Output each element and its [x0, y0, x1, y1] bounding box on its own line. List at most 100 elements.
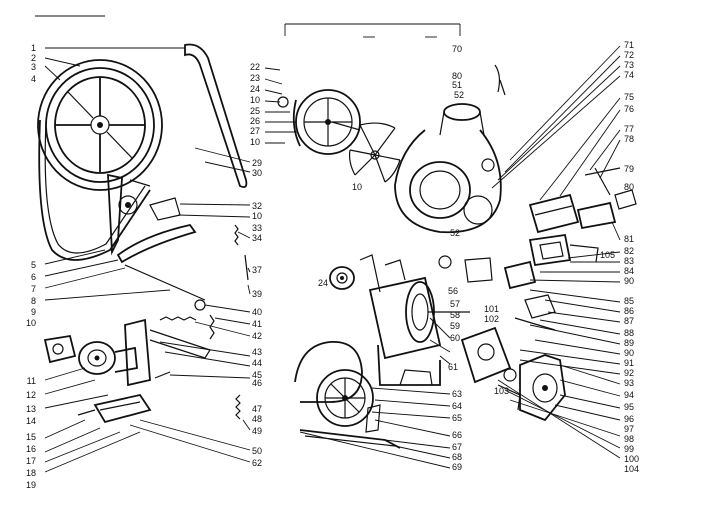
callout-8: 8 [31, 296, 36, 306]
spring-and-rods-left [124, 224, 249, 311]
lower-pulley-and-belt [294, 341, 401, 449]
callout-72: 72 [624, 50, 634, 60]
callout-22: 22 [250, 62, 260, 72]
callout-1: 1 [31, 43, 36, 53]
callout-91: 91 [624, 358, 634, 368]
callout-41: 41 [252, 319, 262, 329]
callout-97: 97 [624, 424, 634, 434]
callout-42: 42 [252, 331, 262, 341]
v-belt-top [184, 43, 248, 189]
callout-17: 17 [26, 456, 36, 466]
impeller-fan [348, 122, 401, 183]
callout-79: 79 [624, 164, 634, 174]
callouts-mid: 2223241025262710293032103334373924404142… [250, 44, 464, 472]
callout-88: 88 [624, 328, 634, 338]
drive-belt-left [38, 119, 151, 261]
callout-34: 34 [252, 233, 262, 243]
switch-plate [503, 233, 599, 290]
blower-housing [394, 64, 506, 234]
callout-33: 33 [252, 223, 262, 233]
callout-5: 5 [31, 260, 36, 270]
idler-arm-assembly [107, 173, 197, 264]
callout-103: 103 [494, 386, 509, 396]
callout-96: 96 [624, 414, 634, 424]
callout-10: 10 [250, 137, 260, 147]
callout-30: 30 [252, 168, 262, 178]
callout-26: 26 [250, 116, 260, 126]
callout-99: 99 [624, 444, 634, 454]
callout-71: 71 [624, 40, 634, 50]
callout-6: 6 [31, 272, 36, 282]
callout-66: 66 [452, 430, 462, 440]
callout-43: 43 [252, 347, 262, 357]
callout-105: 105 [600, 250, 615, 260]
callout-67: 67 [452, 442, 462, 452]
callout-4: 4 [31, 74, 36, 84]
callout-9: 9 [31, 307, 36, 317]
callout-64: 64 [452, 401, 462, 411]
callout-86: 86 [624, 306, 634, 316]
callout-45: 45 [252, 370, 262, 380]
callout-61: 61 [448, 362, 458, 372]
callout-89: 89 [624, 338, 634, 348]
callout-23: 23 [250, 73, 260, 83]
callout-24: 24 [250, 84, 260, 94]
callout-94: 94 [624, 390, 634, 400]
callout-50: 50 [252, 446, 262, 456]
leader-lines [44, 45, 621, 473]
callout-18: 18 [26, 468, 36, 478]
callout-52: 52 [450, 228, 460, 238]
callout-80: 80 [452, 71, 462, 81]
callout-75: 75 [624, 92, 634, 102]
callout-2: 2 [31, 53, 36, 63]
transmission-assembly [460, 294, 566, 422]
callout-85: 85 [624, 296, 634, 306]
callout-90: 90 [624, 348, 634, 358]
callout-46: 46 [252, 378, 262, 388]
callout-10: 10 [352, 182, 362, 192]
main-motor [359, 254, 493, 386]
callout-82: 82 [624, 246, 634, 256]
callout-101: 101 [484, 304, 499, 314]
callout-69: 69 [452, 462, 462, 472]
callout-19: 19 [26, 480, 36, 490]
callout-14: 14 [26, 416, 36, 426]
callout-62: 62 [252, 458, 262, 468]
callout-76: 76 [624, 104, 634, 114]
callout-80: 80 [624, 182, 634, 192]
callout-11: 11 [27, 376, 36, 386]
callout-48: 48 [252, 414, 262, 424]
callout-74: 74 [624, 70, 634, 80]
callout-87: 87 [624, 316, 634, 326]
callout-78: 78 [624, 134, 634, 144]
callout-59: 59 [450, 321, 460, 331]
callout-70: 70 [452, 44, 462, 54]
callout-81: 81 [624, 234, 634, 244]
callout-60: 60 [450, 333, 460, 343]
callout-58: 58 [450, 310, 460, 320]
callout-93: 93 [624, 378, 634, 388]
header-marks [35, 15, 461, 38]
callout-92: 92 [624, 368, 634, 378]
callout-98: 98 [624, 434, 634, 444]
callout-24: 24 [318, 278, 328, 288]
callout-65: 65 [452, 413, 462, 423]
callout-51: 51 [452, 80, 462, 90]
callout-3: 3 [31, 62, 36, 72]
callout-104: 104 [624, 464, 639, 474]
callout-73: 73 [624, 60, 634, 70]
callout-27: 27 [250, 126, 260, 136]
callout-10: 10 [252, 211, 262, 221]
callout-57: 57 [450, 299, 460, 309]
callout-15: 15 [26, 432, 36, 442]
callout-10: 10 [26, 318, 36, 328]
callout-16: 16 [26, 444, 36, 454]
callouts-right: 7172737475767778798081828384908586878889… [484, 40, 639, 474]
control-box [528, 167, 637, 234]
callout-29: 29 [252, 158, 262, 168]
callout-12: 12 [26, 390, 36, 400]
callout-44: 44 [252, 358, 262, 368]
callout-40: 40 [252, 307, 262, 317]
